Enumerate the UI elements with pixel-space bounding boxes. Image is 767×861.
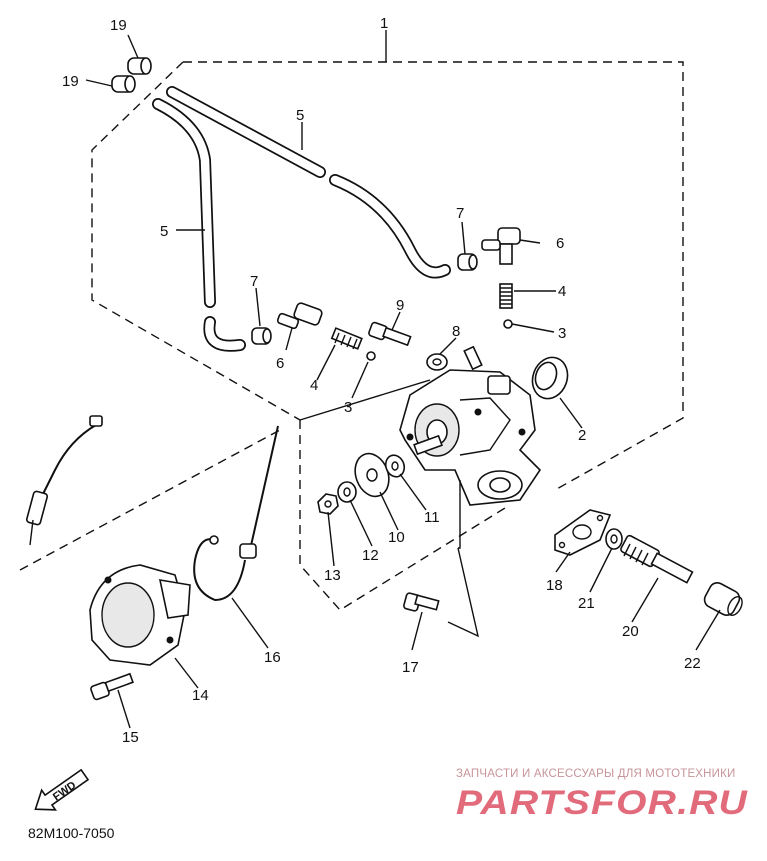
callout-3-right: 3 <box>558 325 566 342</box>
leader-lines <box>85 34 721 729</box>
elbow-fitting-right <box>481 227 521 265</box>
callout-4-left: 4 <box>310 377 318 394</box>
callout-7-left: 7 <box>250 273 258 290</box>
callout-10: 10 <box>388 529 405 546</box>
callout-14: 14 <box>192 687 209 704</box>
spring-right <box>499 283 513 309</box>
washer-12 <box>337 481 357 503</box>
pump-cable-16 <box>193 425 279 602</box>
callout-19-upper: 19 <box>110 17 127 34</box>
bolt-15 <box>90 672 134 701</box>
callout-22: 22 <box>684 655 701 672</box>
spring-left <box>330 327 363 350</box>
callout-6-left: 6 <box>276 355 284 372</box>
fwd-arrow-icon <box>34 768 90 811</box>
callout-5-left: 5 <box>160 223 168 240</box>
pump-cover-14 <box>89 564 191 666</box>
callout-20: 20 <box>622 623 639 640</box>
clip-upper <box>127 57 152 75</box>
callout-19-lower: 19 <box>62 73 79 90</box>
cable-connector <box>25 415 103 546</box>
oil-pump-body <box>399 345 542 506</box>
bolt-9 <box>368 321 412 347</box>
gasket-18 <box>554 509 612 556</box>
collar-22 <box>703 582 743 616</box>
callout-1: 1 <box>380 15 388 32</box>
check-ball-right <box>503 319 513 329</box>
callout-13: 13 <box>324 567 341 584</box>
callout-17: 17 <box>402 659 419 676</box>
callout-8: 8 <box>452 323 460 340</box>
washer-11 <box>384 454 406 478</box>
bolt-17 <box>403 592 440 612</box>
check-ball-left <box>366 351 376 361</box>
callout-4-right: 4 <box>558 283 566 300</box>
callout-15: 15 <box>122 729 139 746</box>
callout-5-upper: 5 <box>296 107 304 124</box>
callout-18: 18 <box>546 577 563 594</box>
nut-13 <box>317 493 339 515</box>
oil-seal <box>531 356 569 400</box>
washer-21 <box>605 528 623 550</box>
callout-3-left: 3 <box>344 399 352 416</box>
drive-shaft-20 <box>620 534 694 584</box>
watermark-caption: ЗАПЧАСТИ И АКСЕССУАРЫ ДЛЯ МОТОТЕХНИКИ <box>456 768 736 780</box>
callout-6-right: 6 <box>556 235 564 252</box>
clamp-right <box>457 253 478 271</box>
callout-11: 11 <box>424 509 440 526</box>
assembly-outline-lower <box>299 420 506 611</box>
watermark-brand: PARTSFOR.RU <box>456 784 749 822</box>
callout-21: 21 <box>578 595 595 612</box>
hose-short <box>152 98 246 352</box>
clip-lower <box>111 75 136 93</box>
callout-7-right: 7 <box>456 205 464 222</box>
assembly-outline-upper <box>91 61 684 491</box>
callout-9: 9 <box>396 297 404 314</box>
elbow-fitting-left <box>276 302 323 330</box>
callout-16: 16 <box>264 649 281 666</box>
clamp-left <box>251 327 272 345</box>
washer-8 <box>426 353 448 371</box>
hose-long <box>166 86 451 279</box>
callout-12: 12 <box>362 547 379 564</box>
assembly-outline-left <box>19 429 281 571</box>
diagram-code: 82M100-7050 <box>28 825 115 841</box>
callout-2: 2 <box>578 427 586 444</box>
